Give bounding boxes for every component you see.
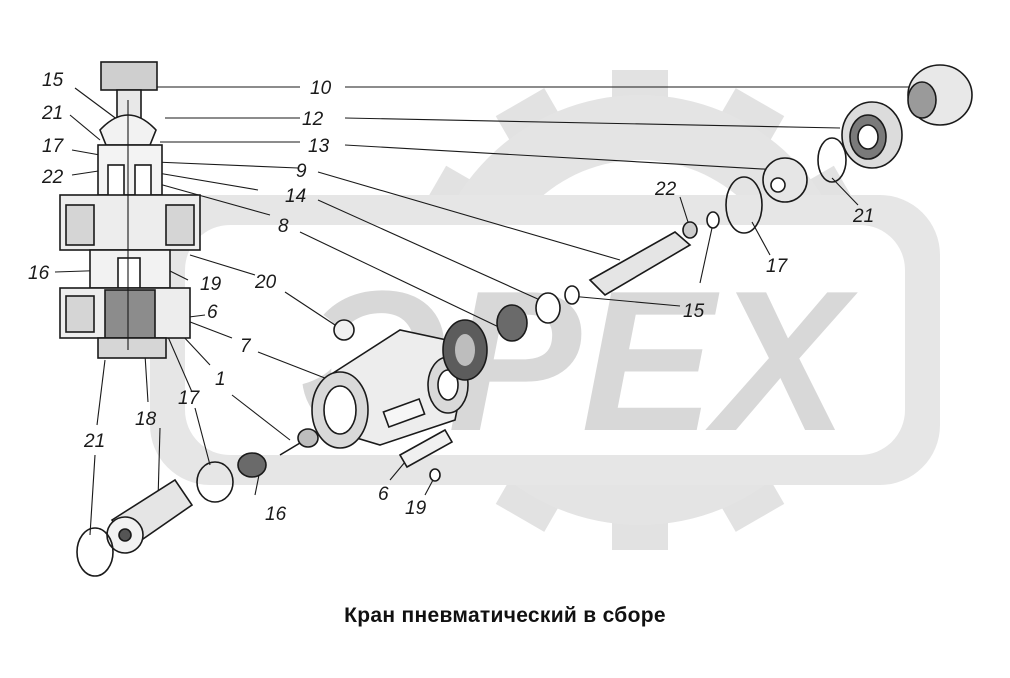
callout-16-bottom: 16 — [265, 504, 287, 525]
diagram-caption: Кран пневматический в сборе — [344, 604, 666, 627]
callout-1: 1 — [215, 369, 226, 390]
exploded-parts-right — [333, 64, 973, 342]
callout-21-left: 21 — [41, 103, 63, 124]
sectional-assembly-view — [59, 61, 201, 359]
callout-17-center: 17 — [178, 388, 201, 409]
callout-20: 20 — [254, 272, 277, 293]
callout-21-bottom: 21 — [83, 431, 105, 452]
callout-13: 13 — [308, 136, 330, 157]
callout-7: 7 — [240, 336, 252, 357]
leader-lines — [54, 86, 945, 536]
callout-22-left: 22 — [41, 167, 64, 188]
callout-22-right: 22 — [654, 179, 677, 200]
callout-labels: 10 12 13 9 14 8 15 21 17 22 16 19 20 6 7… — [28, 70, 874, 525]
callout-18: 18 — [135, 409, 157, 430]
callout-17-left: 17 — [42, 136, 65, 157]
callout-15-right: 15 — [683, 301, 705, 322]
callout-15-left: 15 — [42, 70, 64, 91]
exploded-parts-lower — [76, 428, 454, 577]
callout-6-bottom: 6 — [378, 484, 389, 505]
callout-6-left: 6 — [207, 302, 218, 323]
callout-12: 12 — [302, 109, 324, 130]
valve-body — [311, 319, 488, 449]
callout-19-left: 19 — [200, 274, 222, 295]
callout-17-right: 17 — [766, 256, 789, 277]
callout-19-bottom: 19 — [405, 498, 427, 519]
callout-9: 9 — [296, 161, 307, 182]
callout-14: 14 — [285, 186, 306, 207]
callout-16-left: 16 — [28, 263, 50, 284]
callout-21-right: 21 — [852, 206, 874, 227]
callout-10: 10 — [310, 78, 332, 99]
callout-8: 8 — [278, 216, 289, 237]
